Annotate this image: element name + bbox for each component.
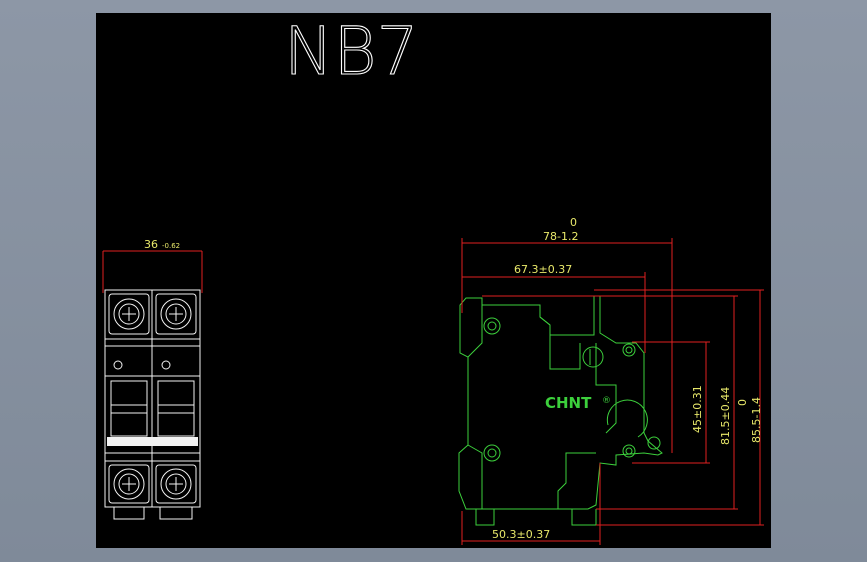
registered-mark: ® [602,396,611,406]
mount-hole-icon [483,444,501,462]
screw-icon [113,298,145,330]
terminal-box-bl [108,464,150,504]
dim-85: 85.5-1.4 [750,397,763,443]
mount-hole-icon [483,317,501,335]
side-view: CHNT ® [458,295,663,526]
screw-icon [160,298,192,330]
dim-front-width: 36 [144,238,158,251]
front-view: 36 -0.62 [102,238,203,520]
din-clip-side-rear [571,509,597,526]
din-clip-left [113,507,145,520]
drawing-title: NB7 [284,13,419,90]
indicator-icon [113,360,123,370]
dim-78-upper: 0 [570,216,577,229]
terminal-box-tr [155,293,197,335]
dim-67: 67.3±0.37 [514,263,572,276]
indicator-icon [161,360,171,370]
toggle-lever-left [110,380,148,437]
rivet-icon [622,343,636,357]
dim-front-width-tol: -0.62 [162,242,180,250]
drawing-canvas: NB7 36 -0.62 [96,13,771,548]
din-clip-side [475,509,495,526]
din-clip-right [159,507,193,520]
toggle-lever-right [157,380,195,437]
terminal-box-br [155,464,197,504]
dim-85-upper: 0 [736,399,749,406]
dim-50: 50.3±0.37 [492,528,550,541]
cad-drawing: NB7 36 -0.62 [102,13,764,545]
screw-icon [160,468,192,500]
side-dimensions: 0 78-1.2 67.3±0.37 50.3±0.37 45±0.31 81.… [461,216,764,545]
screw-icon [113,468,145,500]
dim-78: 78-1.2 [543,230,578,243]
brand-logo: CHNT [545,394,592,412]
rivet-icon [622,444,636,458]
handle-bar [107,437,198,446]
rivet-icon [647,436,661,450]
arc-chamber [606,399,648,438]
dim-45: 45±0.31 [691,385,704,433]
side-body-outline [458,295,663,510]
toggle-pivot-icon [582,346,604,368]
terminal-box-tl [108,293,150,335]
dim-81: 81.5±0.44 [719,387,732,445]
